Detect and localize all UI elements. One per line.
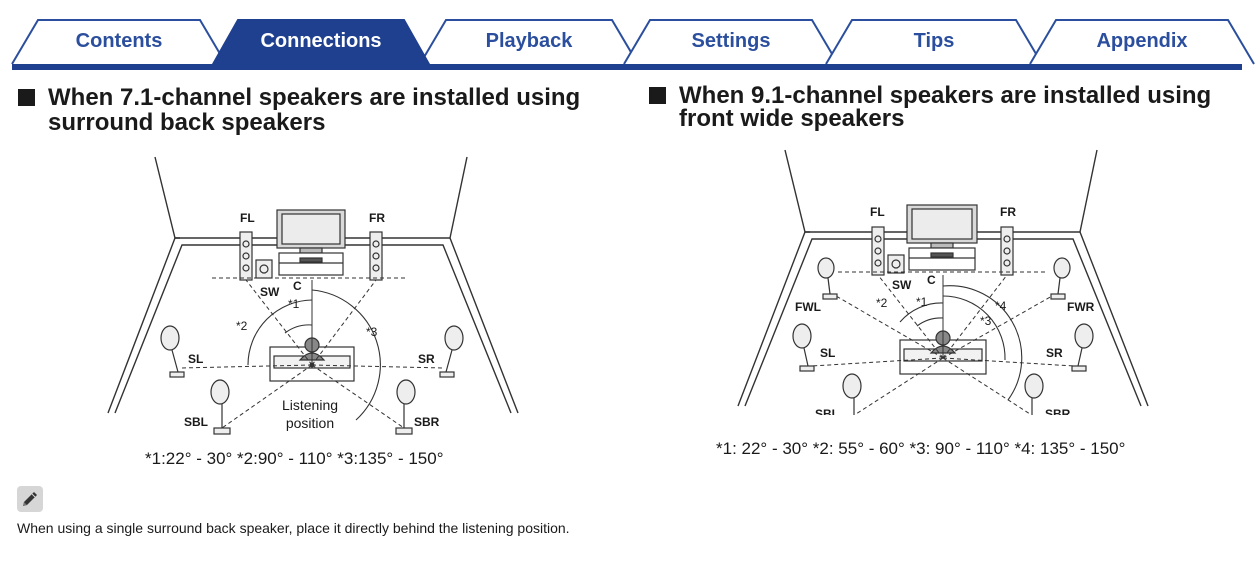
label-sr: SR (418, 352, 435, 366)
label-fl: FL (240, 211, 255, 225)
tab-shape-tips (825, 19, 1043, 65)
speaker-sbl (842, 373, 862, 420)
label-angle-4: *4 (995, 299, 1007, 313)
label-fwl: FWL (795, 300, 821, 314)
speaker-fr (1000, 226, 1014, 276)
tab-bar-graphic (11, 19, 1255, 70)
speaker-angle-lines (811, 274, 1075, 415)
label-sbr: SBR (414, 415, 440, 429)
label-fwr: FWR (1067, 300, 1095, 314)
speaker-sbr (395, 379, 416, 435)
label-angle-3: *3 (366, 325, 378, 339)
heading-9-1-channel: When 9.1-channel speakers are installed … (649, 83, 1249, 135)
label-angle-2: *2 (876, 296, 888, 310)
tab-rule (12, 64, 1242, 70)
tv-and-cabinet (906, 204, 978, 271)
tab-bar: Contents Connections Playback Settings T… (0, 0, 1260, 72)
heading-line2: surround back speakers (48, 109, 326, 136)
tab-shape-settings (623, 19, 839, 65)
label-sbl: SBL (815, 407, 839, 415)
tab-shape-contents (11, 19, 227, 65)
tab-playback[interactable]: Playback (485, 30, 573, 52)
heading-7-1-channel: When 7.1-channel speakers are installed … (18, 85, 618, 137)
tab-settings[interactable]: Settings (691, 30, 771, 52)
heading-line1: When 9.1-channel speakers are installed … (679, 82, 1212, 109)
listening-position-line1: Listening (282, 397, 338, 413)
tab-contents[interactable]: Contents (75, 30, 163, 52)
speaker-sbl (210, 379, 231, 435)
speaker-sl (160, 325, 185, 378)
label-angle-3: *3 (980, 314, 992, 328)
label-angle-1: *1 (916, 295, 928, 309)
listening-position-line2: position (286, 415, 334, 431)
speaker-fr (369, 231, 383, 281)
angles-legend-9-1: *1: 22° - 30° *2: 55° - 60° *3: 90° - 11… (716, 439, 1126, 458)
pencil-icon (17, 486, 43, 512)
speaker-sbr (1024, 373, 1044, 420)
heading-bullet (18, 89, 35, 106)
tab-shape-playback (419, 19, 639, 65)
heading-line1: When 7.1-channel speakers are installed … (48, 84, 581, 111)
label-fr: FR (369, 211, 385, 225)
speaker-fl (871, 226, 885, 276)
label-sr: SR (1046, 346, 1063, 360)
angles-legend-7-1: *1:22° - 30° *2:90° - 110° *3:135° - 150… (145, 449, 444, 468)
label-angle-2: *2 (236, 319, 248, 333)
label-sw: SW (260, 285, 280, 299)
speaker-fwr (1050, 257, 1071, 300)
label-sw: SW (892, 278, 912, 292)
tv-and-cabinet (276, 209, 346, 276)
heading-bullet (649, 87, 666, 104)
speaker-fwl (817, 257, 838, 300)
angle-arcs (899, 285, 1023, 401)
tab-tips[interactable]: Tips (913, 30, 955, 52)
note-text: When using a single surround back speake… (17, 520, 570, 536)
speaker-angle-lines (179, 279, 445, 429)
label-angle-1: *1 (288, 297, 300, 311)
subwoofer (887, 254, 905, 274)
label-c: C (293, 279, 302, 293)
speaker-layout-9-1-diagram: FL FR SW C FWL FWR SL SR SBL SBR *1 *2 *… (735, 145, 1155, 421)
subwoofer (255, 259, 273, 279)
speaker-sr (439, 325, 464, 378)
tab-connections[interactable]: Connections (260, 30, 382, 52)
speaker-sl (792, 323, 815, 372)
label-fr: FR (1000, 205, 1016, 219)
label-fl: FL (870, 205, 885, 219)
label-sbl: SBL (184, 415, 208, 429)
label-c: C (927, 273, 936, 287)
label-sbr: SBR (1045, 407, 1071, 415)
heading-line2: front wide speakers (679, 105, 905, 132)
speaker-layout-7-1-diagram: FL FR SW C SL SR SBL SBR *1 *2 *3 Listen… (100, 150, 530, 455)
angle-arcs (247, 289, 381, 421)
tab-shape-appendix (1029, 19, 1255, 65)
speaker-fl (239, 231, 253, 281)
tab-appendix[interactable]: Appendix (1096, 30, 1188, 52)
label-sl: SL (188, 352, 203, 366)
speaker-sr (1071, 323, 1094, 372)
label-sl: SL (820, 346, 835, 360)
